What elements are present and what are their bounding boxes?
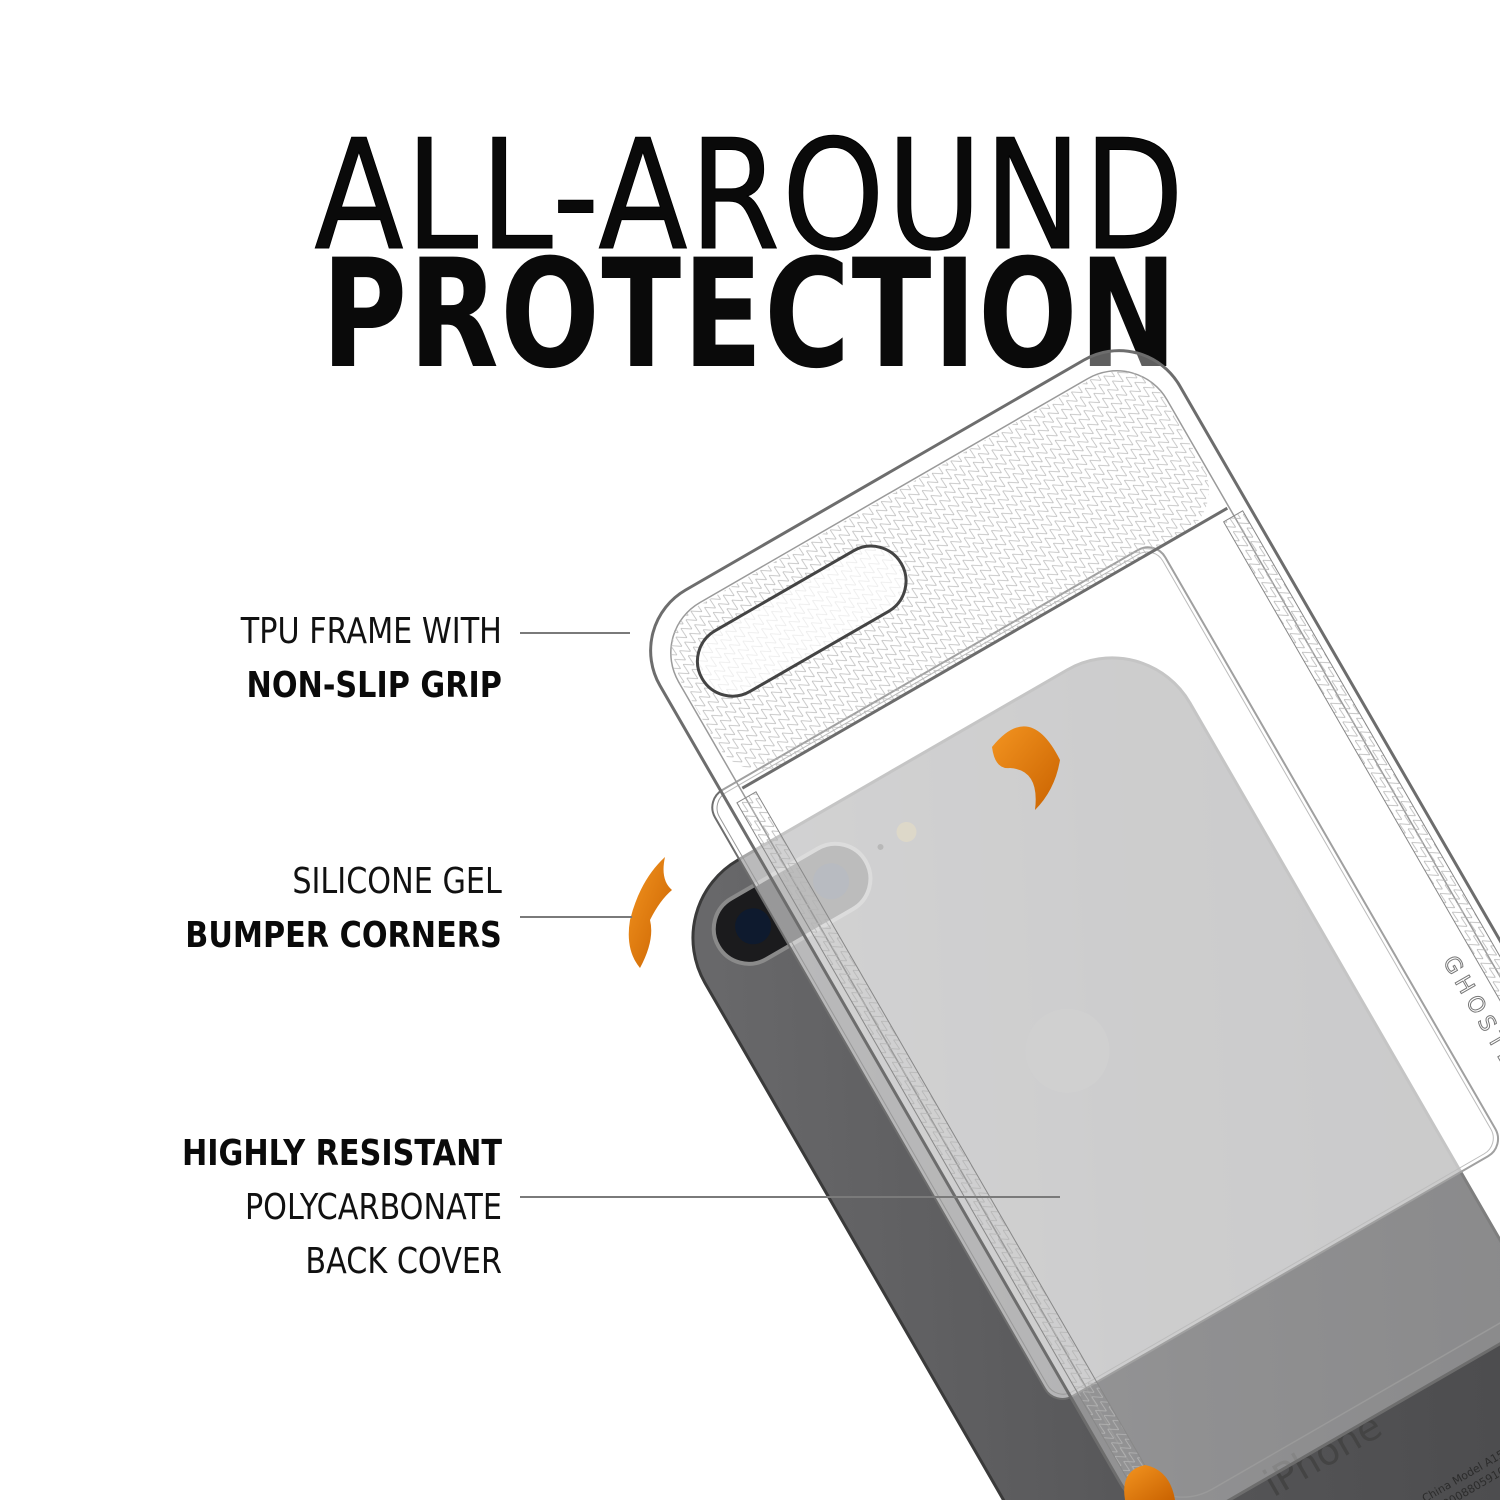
leader-line-bumper-corners	[520, 916, 632, 918]
leader-line-back-cover	[520, 1196, 1060, 1198]
callout-back-cover-bold: HIGHLY RESISTANT	[181, 1133, 502, 1174]
bumper-corner-bottom	[1124, 1465, 1175, 1500]
bumper-corner-top	[992, 726, 1060, 810]
callout-back-cover-light-2: BACK COVER	[305, 1241, 502, 1282]
callout-back-cover: HIGHLY RESISTANT POLYCARBONATE BACK COVE…	[121, 1127, 502, 1289]
tpu-frame: GHOSTEK	[649, 349, 1500, 1500]
callout-bumper-corners-bold: BUMPER CORNERS	[185, 915, 502, 956]
callout-tpu-frame-bold: NON-SLIP GRIP	[246, 665, 502, 706]
bumper-corner-left	[628, 857, 672, 968]
leader-line-tpu-frame	[520, 632, 630, 634]
headline-line-2: PROTECTION	[321, 228, 1179, 402]
callout-tpu-frame: TPU FRAME WITH NON-SLIP GRIP	[191, 605, 502, 713]
headline-line-1: ALL-AROUND	[314, 107, 1186, 284]
callout-bumper-corners-light: SILICONE GEL	[292, 861, 502, 902]
callout-tpu-frame-light: TPU FRAME WITH	[240, 611, 502, 652]
callout-bumper-corners: SILICONE GEL BUMPER CORNERS	[125, 855, 502, 963]
callout-back-cover-light: POLYCARBONATE	[244, 1187, 502, 1228]
